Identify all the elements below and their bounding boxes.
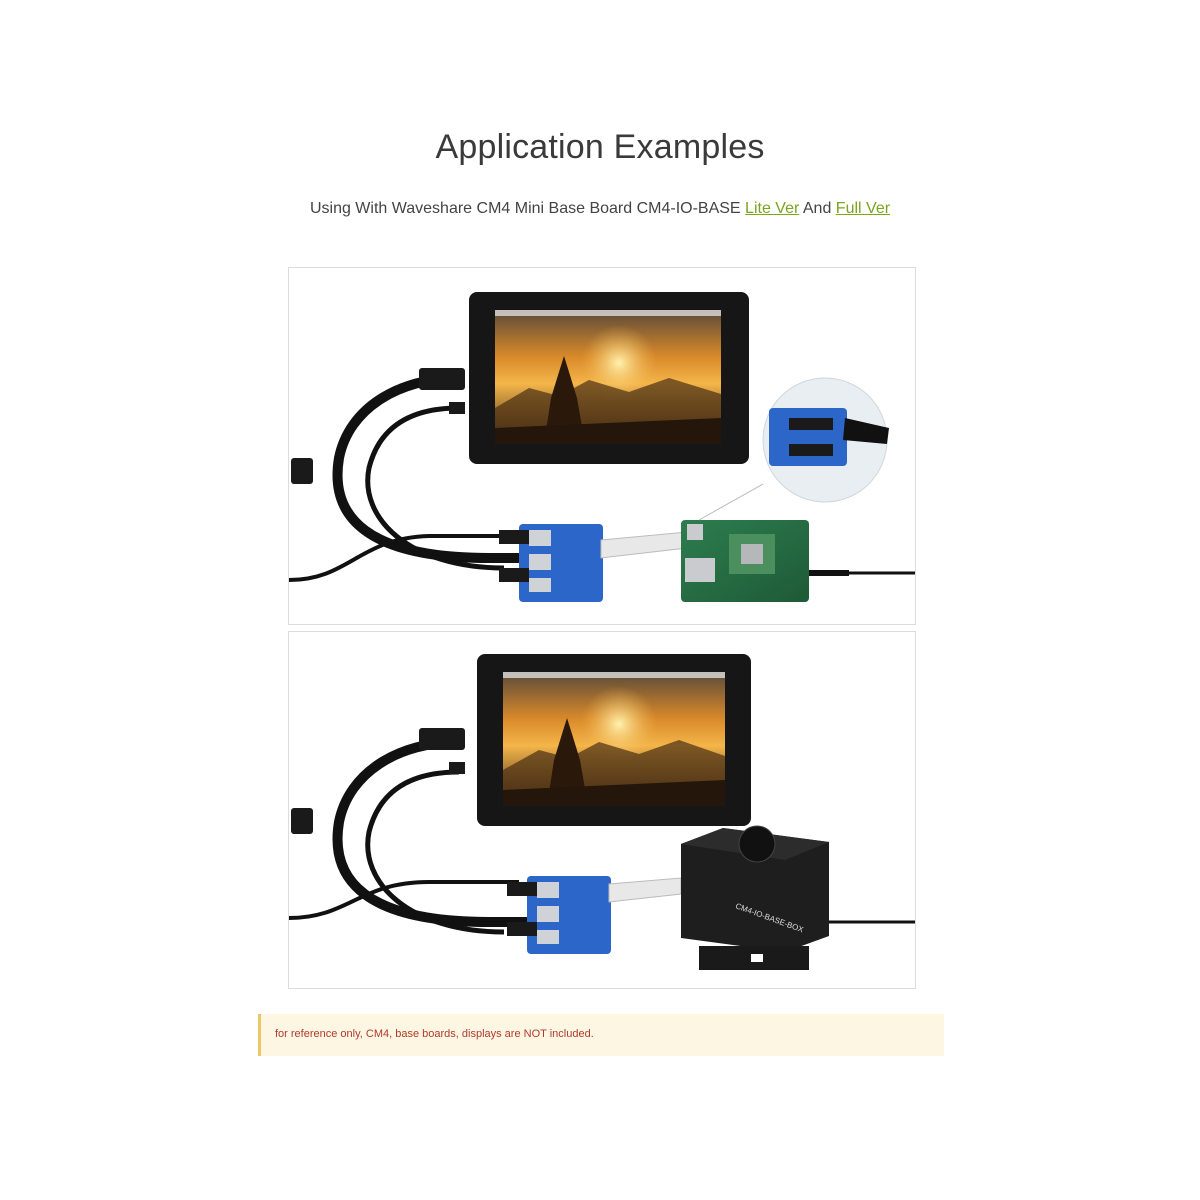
subtitle-text: Using With Waveshare CM4 Mini Base Board… <box>309 200 746 217</box>
example-photo-full: CM4-IO-BASE-BOX <box>288 631 916 989</box>
photo-full-illustration: CM4-IO-BASE-BOX <box>289 654 915 970</box>
page-subtitle: Using With Waveshare CM4 Mini Base Board… <box>0 200 1200 218</box>
cm4-io-base-box <box>681 828 829 952</box>
full-ver-link[interactable]: Full Ver <box>835 200 891 217</box>
lite-ver-link[interactable]: Lite Ver <box>745 200 800 217</box>
subtitle-and: And <box>799 200 836 217</box>
disclaimer-note: for reference only, CM4, base boards, di… <box>258 1014 944 1056</box>
photo-lite-illustration <box>289 292 915 602</box>
page-title: Application Examples <box>435 128 765 166</box>
example-photo-lite <box>288 267 916 625</box>
disclaimer-text: for reference only, CM4, base boards, di… <box>275 1028 594 1040</box>
